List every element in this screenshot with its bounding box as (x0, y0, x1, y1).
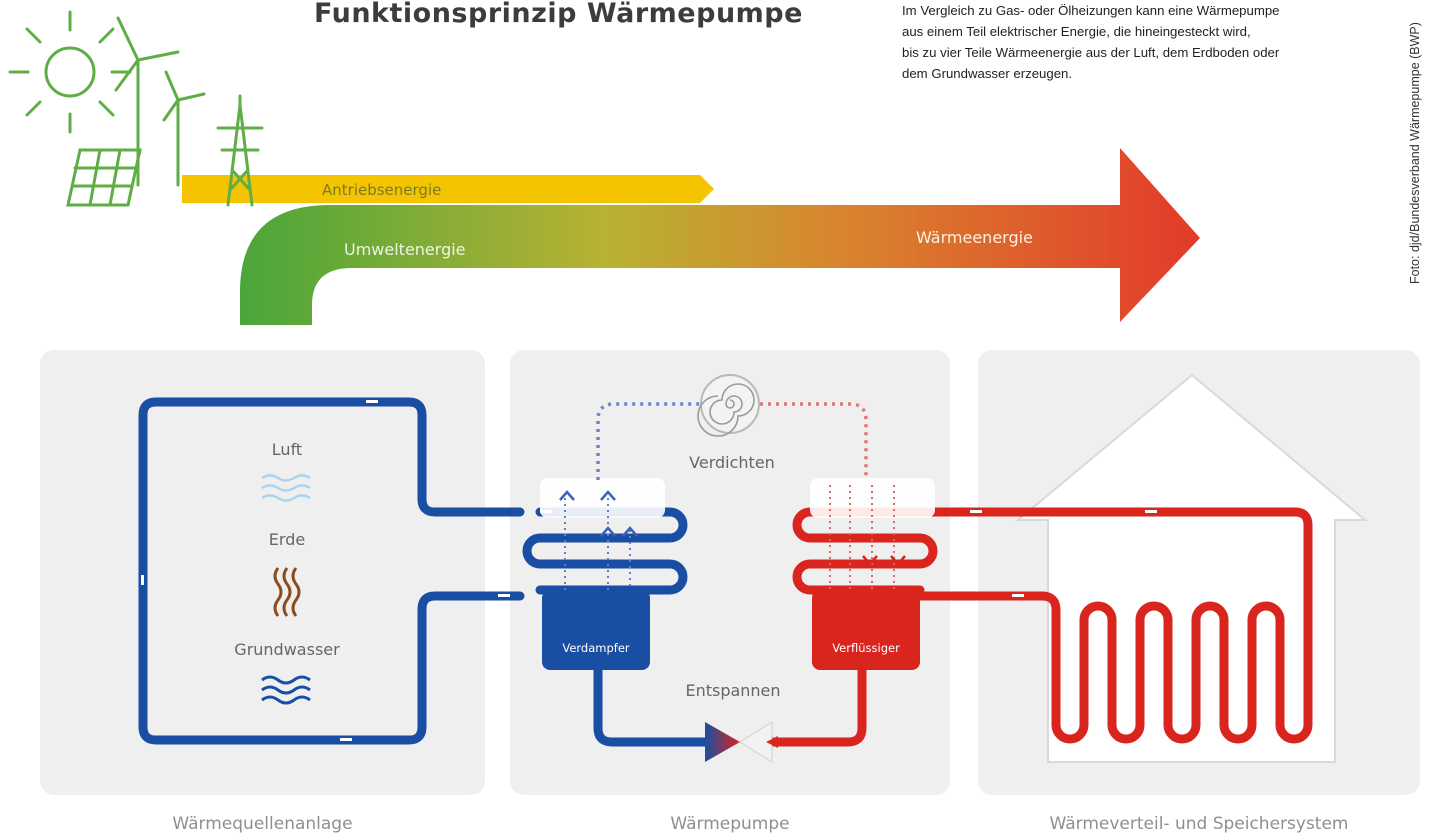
earth-heat-icon (273, 567, 301, 617)
evaporator-unit (540, 478, 665, 670)
heat-energy-arrow (240, 148, 1200, 325)
drive-energy-band (182, 175, 714, 203)
photo-credit: Foto: djd/Bundesverband Wärmepumpe (BWP) (1408, 22, 1422, 284)
valve-to-condenser-pipe (763, 650, 867, 747)
evaporator-label: Verdampfer (562, 641, 630, 655)
compressor-loop (596, 402, 868, 480)
intro-text: Im Vergleich zu Gas- oder Ölheizungen ka… (902, 0, 1362, 84)
renewable-icons (8, 10, 264, 207)
source-label-erde: Erde (269, 530, 305, 549)
compress-label: Verdichten (689, 453, 775, 472)
power-pylon-icon (216, 94, 264, 207)
cold-circuit (138, 397, 710, 747)
condenser-label: Verflüssiger (832, 641, 900, 655)
source-label-grundwasser: Grundwasser (234, 640, 340, 659)
condenser-coil (792, 507, 938, 595)
source-label-luft: Luft (272, 440, 302, 459)
expansion-valve-icon (705, 721, 778, 763)
heat-pump-panel (510, 350, 950, 795)
expand-label: Entspannen (685, 681, 780, 700)
intro-line: dem Grundwasser erzeugen. (902, 66, 1073, 81)
wind-turbine-icon (114, 16, 206, 187)
evaporator-to-valve-pipe (593, 650, 710, 747)
compressor-icon (697, 374, 760, 437)
air-waves-icon (261, 474, 311, 502)
source-loop-pipe (138, 397, 525, 745)
heat-source-panel (40, 350, 485, 795)
condenser-unit (810, 478, 935, 670)
water-waves-icon (261, 675, 311, 705)
intro-line: aus einem Teil elektrischer Energie, die… (902, 24, 1251, 39)
solar-panel-icon (66, 148, 142, 207)
intro-line: bis zu vier Teile Wärmeenergie aus der L… (902, 45, 1280, 60)
heat-pump-caption: Wärmepumpe (670, 814, 790, 834)
heat-source-caption: Wärmequellenanlage (172, 814, 353, 834)
warm-circuit (763, 507, 1313, 747)
distribution-caption: Wärmeverteil- und Speichersystem (1049, 814, 1349, 834)
sun-icon (8, 10, 132, 134)
heat-energy-label: Wärmeenergie (916, 228, 1033, 247)
page-title: Funktionsprinzip Wärmepumpe (314, 0, 803, 29)
intro-line: Im Vergleich zu Gas- oder Ölheizungen ka… (902, 3, 1280, 18)
ambient-energy-label: Umweltenergie (344, 240, 466, 259)
evaporator-coil (522, 507, 688, 595)
energy-flow-arrows (182, 148, 1200, 325)
distribution-pipe (915, 507, 1313, 744)
drive-energy-label: Antriebsenergie (322, 181, 441, 199)
